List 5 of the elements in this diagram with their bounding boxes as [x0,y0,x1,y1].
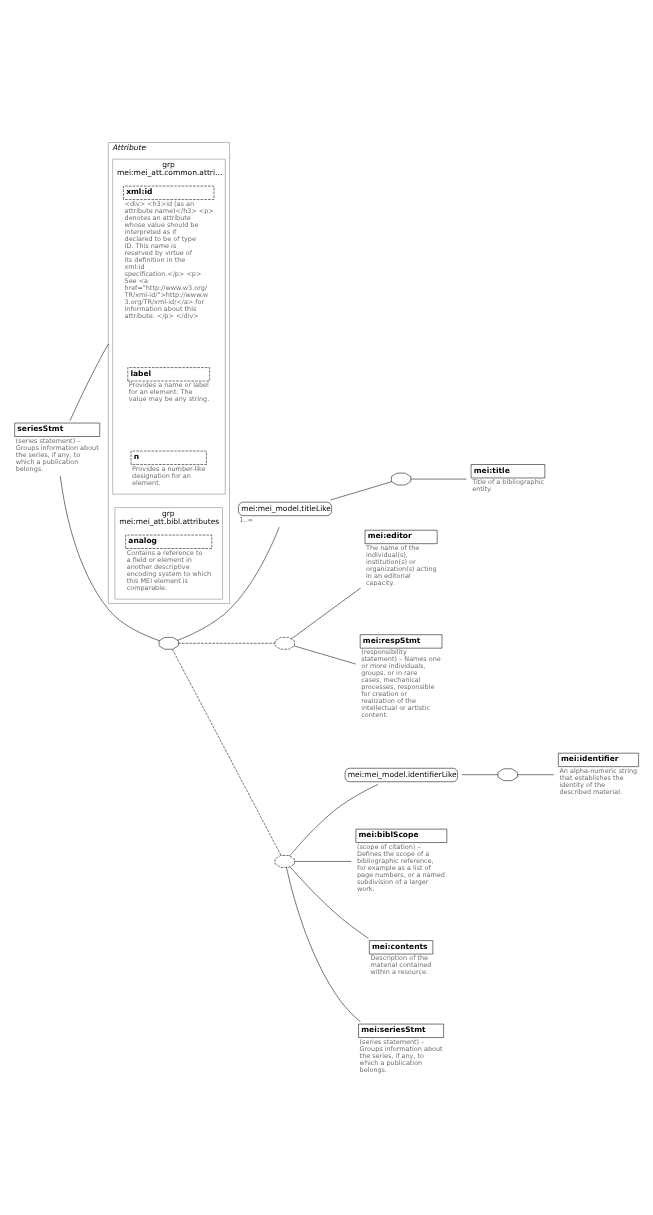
node-octagon [274,855,295,868]
node-octagon [158,637,179,650]
node-octagon [497,768,518,781]
node-octagon [391,472,412,486]
node-octagon [274,637,295,650]
